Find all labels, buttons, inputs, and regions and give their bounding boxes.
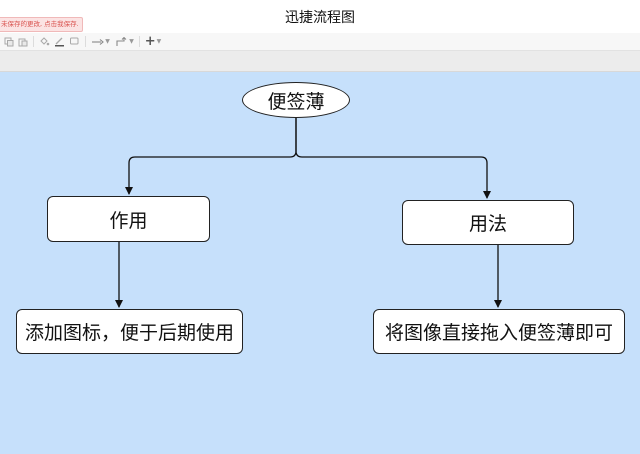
title-bar: 迅捷流程图 未保存的更改, 点击我保存.: [0, 0, 640, 33]
root-node[interactable]: 便签薄: [242, 82, 350, 118]
fill-color-icon[interactable]: [38, 35, 50, 48]
waypoint-icon[interactable]: ▼: [114, 35, 136, 48]
insert-plus-icon[interactable]: + ▼: [143, 35, 163, 48]
toolbar: ▼ ▼ + ▼: [0, 33, 640, 51]
copy-style-icon[interactable]: [3, 35, 15, 48]
usage-node[interactable]: 作用: [47, 196, 210, 242]
shadow-icon[interactable]: [68, 35, 80, 48]
insert-plus-label: +: [144, 34, 156, 49]
unsaved-changes-notice[interactable]: 未保存的更改, 点击我保存.: [0, 17, 83, 32]
method-node[interactable]: 用法: [402, 200, 574, 245]
chevron-down-icon: ▼: [105, 38, 110, 45]
usage-detail-node[interactable]: 添加图标，便于后期使用: [16, 309, 243, 354]
connector-root-to-usage[interactable]: [125, 117, 297, 195]
canvas-top-strip: [0, 51, 640, 72]
paste-style-icon[interactable]: [17, 35, 29, 48]
chevron-down-icon: ▼: [156, 38, 162, 45]
line-color-icon[interactable]: [53, 35, 65, 48]
method-detail-node[interactable]: 将图像直接拖入便签薄即可: [373, 309, 625, 354]
app-title: 迅捷流程图: [285, 10, 355, 26]
chevron-down-icon: ▼: [129, 38, 134, 45]
diagram-canvas[interactable]: 便签薄 作用 用法 添加图标，便于后期使用 将图像直接拖入便签薄即可: [0, 72, 640, 454]
toolbar-separator: [139, 36, 140, 47]
connector-root-to-method[interactable]: [295, 117, 491, 199]
connection-arrow-icon[interactable]: ▼: [90, 35, 112, 48]
toolbar-separator: [33, 36, 34, 47]
toolbar-separator: [85, 36, 86, 47]
connector-layer: [115, 117, 502, 308]
